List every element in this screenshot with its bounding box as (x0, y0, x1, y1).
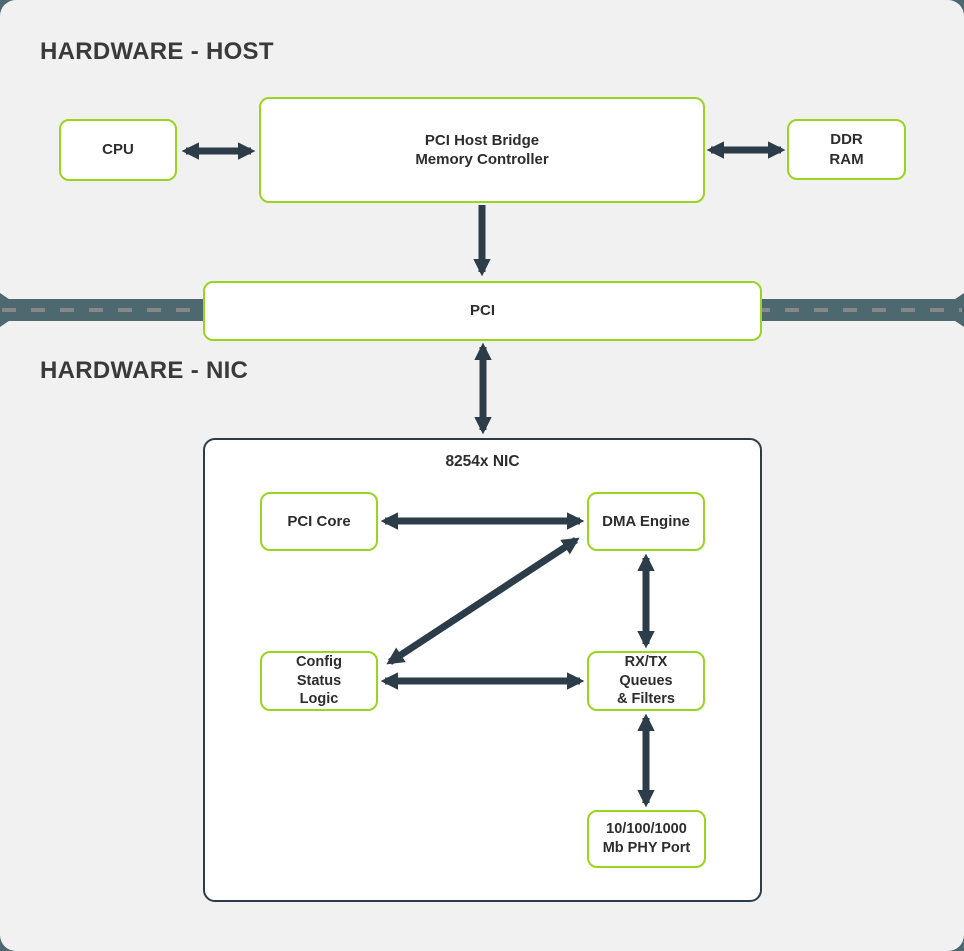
dma-engine-label: DMA Engine (602, 512, 690, 530)
config-status-logic-node: Config Status Logic (260, 651, 378, 711)
config-label-line1: Config (296, 653, 342, 670)
pci-core-node: PCI Core (260, 492, 378, 551)
host-section-title: HARDWARE - HOST (40, 38, 274, 65)
rxtx-label-line1: RX/TX (624, 653, 668, 670)
pci-core-label: PCI Core (287, 512, 351, 530)
pci-bus-node: PCI (203, 281, 762, 341)
ddr-ram-node: DDR RAM (787, 119, 906, 180)
nic-section-title: HARDWARE - NIC (40, 357, 249, 384)
cpu-node: CPU (59, 119, 177, 181)
phy-port-label-line1: 10/100/1000 (606, 821, 687, 838)
rxtx-label-line2: Queues (619, 672, 673, 689)
ddr-ram-label-line1: DDR (830, 131, 863, 149)
phy-port-node: 10/100/1000 Mb PHY Port (587, 810, 706, 868)
dma-engine-node: DMA Engine (587, 492, 705, 551)
config-label-line2: Status (296, 672, 342, 689)
phy-port-label-line2: Mb PHY Port (602, 840, 691, 856)
rxtx-queues-node: RX/TX Queues & Filters (587, 651, 705, 711)
cpu-label: CPU (102, 141, 134, 159)
config-label-line3: Logic (299, 691, 339, 708)
host-bridge-label-line2: Memory Controller (415, 151, 549, 168)
pci-bus-label: PCI (469, 302, 495, 320)
host-bridge-node: PCI Host Bridge Memory Controller (259, 97, 705, 203)
host-bridge-label-line1: PCI Host Bridge (424, 131, 540, 149)
nic-chip-title: 8254x NIC (445, 453, 520, 470)
ddr-ram-label-line2: RAM (829, 150, 864, 168)
rxtx-label-line3: & Filters (616, 691, 675, 708)
